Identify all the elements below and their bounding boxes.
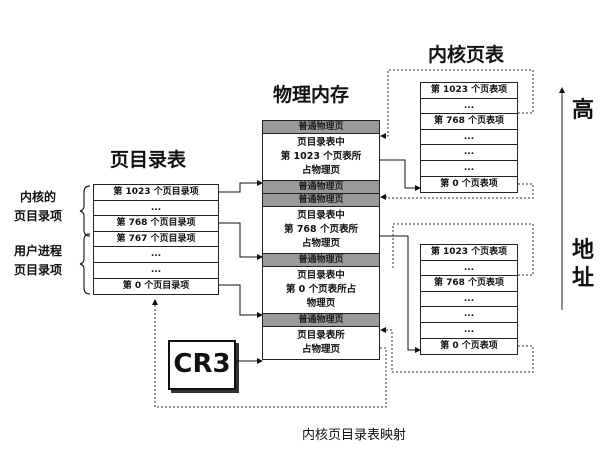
pte-row-ellipsis: ... <box>421 145 517 161</box>
arrow-pt1023 <box>380 159 421 191</box>
block-line: 占物理页 <box>301 165 340 176</box>
arrow-pde1023 <box>219 180 263 193</box>
block-line: 页目录表中 <box>297 270 345 281</box>
pte-row-768: 第 768 个页表项 <box>421 114 517 130</box>
pte-row-1023: 第 1023 个页表项 <box>421 245 517 261</box>
pte-row-ellipsis: ... <box>421 307 517 323</box>
pte-row-ellipsis: ... <box>421 323 517 339</box>
normal-page: 普通物理页 <box>263 121 379 134</box>
arrow-pde0 <box>219 284 263 318</box>
axis-label-addr2: 址 <box>572 266 595 291</box>
dashed-selfmap <box>152 299 387 408</box>
block-line: 第 768 个页表所 <box>284 224 358 235</box>
block-line: 占物理页 <box>301 238 340 249</box>
block-line: 第 1023 个页表所 <box>280 151 362 162</box>
pde-row-ellipsis: ... <box>94 263 218 279</box>
pte-row-0: 第 0 个页表项 <box>440 178 498 189</box>
pde-row-767: 第 767 个页目录项 <box>94 232 218 248</box>
block-line: 页目录表中 <box>297 210 345 221</box>
dashed-pte768-bottom <box>392 223 534 276</box>
page-directory-table: 第 1023 个页目录项 ... 第 768 个页目录项 第 767 个页目录项… <box>93 184 219 296</box>
user-entries-label: 用户进程 页目录项 <box>14 242 62 280</box>
pde-row-0: 第 0 个页目录项 <box>122 280 190 291</box>
pde-row-ellipsis: ... <box>94 201 218 217</box>
kernel-entries-label: 内核的 页目录项 <box>14 188 62 226</box>
pte-row-0: 第 0 个页表项 <box>440 340 498 351</box>
dashed-pte0-top <box>380 183 534 200</box>
kernel-page-table-top: 第 1023 个页表项 ... 第 768 个页表项 ... ... ... 第… <box>420 82 518 194</box>
pt768-page: 页目录表中 第 768 个页表所 占物理页 <box>263 207 379 254</box>
normal-page: 普通物理页 <box>263 254 379 267</box>
axis-label-high: 高 <box>572 98 595 123</box>
normal-page: 普通物理页 <box>263 314 379 327</box>
pte-row-768: 第 768 个页表项 <box>421 276 517 292</box>
cr3-register: CR3 <box>168 340 236 390</box>
kernel-entries-brace <box>79 185 91 237</box>
block-line: 占物理页 <box>301 344 340 355</box>
block-line: 页目录表中 <box>297 137 345 148</box>
diagram-caption: 内核页目录表映射 <box>302 428 407 443</box>
block-line: 物理页 <box>306 298 336 309</box>
pte-row-ellipsis: ... <box>421 161 517 177</box>
pt0-page: 页目录表中 第 0 个页表所占 物理页 <box>263 267 379 314</box>
kernel-page-table-title: 内核页表 <box>428 44 505 66</box>
page-directory-page: 页目录表所 占物理页 <box>263 327 379 359</box>
dashed-pte768-top <box>380 69 534 139</box>
block-line: 第 0 个页表所占 <box>285 284 357 295</box>
pte-row-ellipsis: ... <box>421 261 517 277</box>
normal-page: 普通物理页 <box>263 194 379 207</box>
user-entries-line2: 页目录项 <box>14 263 63 277</box>
axis-label-addr1: 地 <box>572 238 595 263</box>
arrow-pde768 <box>219 222 263 260</box>
pte-row-ellipsis: ... <box>421 292 517 308</box>
pt1023-page: 页目录表中 第 1023 个页表所 占物理页 <box>263 134 379 181</box>
kernel-entries-line1: 内核的 <box>20 190 57 204</box>
user-entries-line1: 用户进程 <box>14 244 63 258</box>
pte-row-1023: 第 1023 个页表项 <box>421 83 517 99</box>
normal-page: 普通物理页 <box>263 181 379 194</box>
physical-memory-title: 物理内存 <box>273 84 350 106</box>
block-line: 页目录表所 <box>297 330 345 341</box>
pde-row-768: 第 768 个页目录项 <box>94 216 218 232</box>
kernel-entries-line2: 页目录项 <box>14 209 63 223</box>
pte-row-ellipsis: ... <box>421 130 517 146</box>
dashed-pte0-bottom <box>380 327 534 373</box>
arrow-pt768 <box>380 235 421 353</box>
physical-memory-column: 普通物理页 页目录表中 第 1023 个页表所 占物理页 普通物理页 普通物理页… <box>262 120 380 360</box>
pte-row-ellipsis: ... <box>421 99 517 115</box>
page-directory-title: 页目录表 <box>110 149 187 171</box>
pde-row-ellipsis: ... <box>94 247 218 263</box>
kernel-page-table-bottom: 第 1023 个页表项 ... 第 768 个页表项 ... ... ... 第… <box>420 244 518 356</box>
user-entries-brace <box>79 233 91 295</box>
pde-row-1023: 第 1023 个页目录项 <box>94 185 218 201</box>
